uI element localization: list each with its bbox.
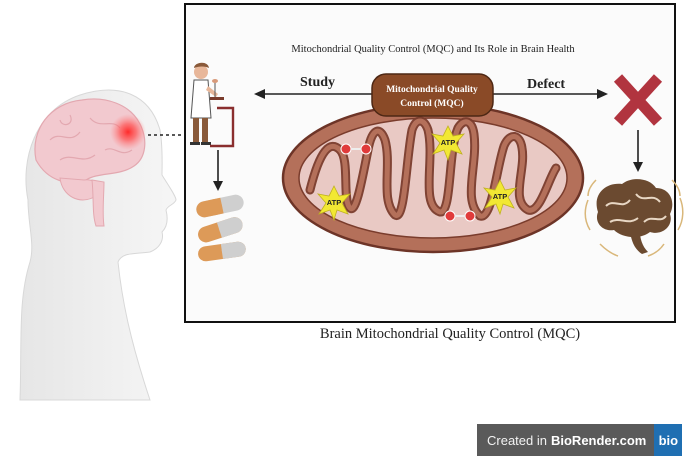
atp-label: ATP: [327, 198, 341, 207]
biorender-logo-icon: bio: [654, 424, 683, 456]
damaged-brain-icon: [584, 179, 684, 257]
mitochondrion-cristae-fill: [307, 118, 559, 219]
pills-icon: [196, 194, 246, 262]
oxygen-molecule: [340, 143, 372, 155]
watermark-prefix: Created in: [487, 432, 547, 448]
study-bracket: [210, 106, 235, 148]
atp-star: ATP: [430, 125, 466, 162]
atp-label: ATP: [493, 192, 507, 201]
atp-star: ATP: [316, 185, 352, 222]
defect-label: Defect: [527, 77, 565, 92]
defect-arrow-head: [597, 89, 608, 99]
mitochondrion-illustration: ATP ATP ATP: [281, 102, 585, 254]
study-arrow-head: [254, 89, 265, 99]
watermark-text: Created in BioRender.com: [477, 424, 655, 456]
human-head-illustration: [19, 89, 186, 401]
biorender-watermark: Created in BioRender.com bio: [477, 424, 683, 456]
down-arrow-to-brain-head: [633, 162, 643, 172]
brain-stem: [91, 179, 105, 227]
diagram-caption: Brain Mitochondrial Quality Control (MQC…: [319, 326, 581, 342]
study-label: Study: [300, 75, 335, 90]
brain-folds: [49, 114, 133, 161]
oxygen-molecule: [444, 210, 476, 222]
defect-cross-icon: [613, 74, 663, 126]
mqc-label-line2: Control (MQC): [400, 98, 463, 109]
scientist-icon: [190, 62, 224, 145]
diagram-title: Mitochondrial Quality Control (MQC) and …: [291, 44, 575, 55]
mqc-label-line1: Mitochondrial Quality: [386, 85, 478, 95]
down-arrow-to-pills-head: [213, 181, 223, 191]
atp-star: ATP: [482, 179, 518, 216]
brain-hotspot: [110, 114, 146, 150]
mqc-label-box: [371, 73, 494, 117]
atp-label: ATP: [441, 138, 455, 147]
watermark-brand: BioRender.com: [550, 432, 647, 448]
